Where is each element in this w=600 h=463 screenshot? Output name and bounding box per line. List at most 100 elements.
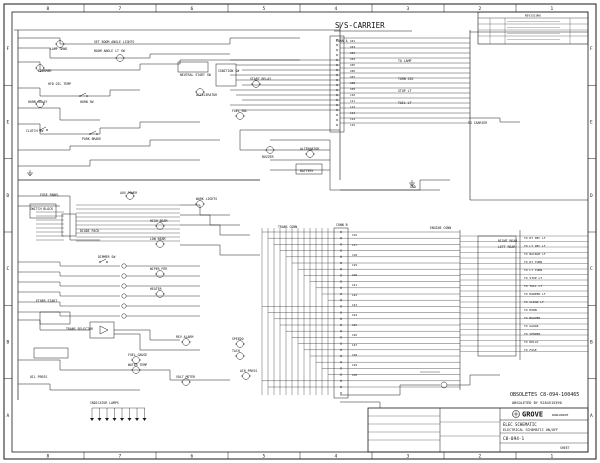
connector-a-box <box>329 35 345 133</box>
wire <box>18 107 100 121</box>
wire-number: 101 <box>350 39 355 43</box>
company-suffix: WORLDWIDE <box>552 413 568 417</box>
connector-pin <box>339 367 343 370</box>
wire-number: 126 <box>352 333 357 337</box>
wire <box>18 319 90 331</box>
wire <box>329 140 450 191</box>
wire-number: 106 <box>350 69 355 73</box>
label-start-relay: START RELAY <box>250 77 271 81</box>
component-labels: SET BOOM ANGLE LIGHTS BOOM ANGLE LT SW L… <box>26 39 517 405</box>
wire-number: 110 <box>350 93 355 97</box>
wire <box>470 117 520 123</box>
wire <box>18 281 120 287</box>
label-fuel-gauge: FUEL GAUGE <box>128 353 147 357</box>
park-brake-switch-icon-contact <box>96 133 98 135</box>
wire-number: 123 <box>352 303 357 307</box>
connector-pin <box>339 305 343 308</box>
wire-number: 121 <box>352 283 357 287</box>
wire <box>340 384 440 396</box>
revision-header: REVISIONS <box>525 14 541 18</box>
indicator-lamp-icon <box>120 418 124 421</box>
label-horn-sw: HORN SW <box>80 100 94 104</box>
obsolete-note: OBSOLETES C8-094-100465 <box>510 392 579 398</box>
zone-col-bottom-3: 3 <box>407 454 410 460</box>
right-label: TO RELAY <box>524 340 539 344</box>
wire <box>18 87 140 97</box>
label-heater: HEATER <box>150 287 162 291</box>
zone-col-bottom-8: 8 <box>47 454 50 460</box>
label-high-beam: HIGH BEAM <box>150 219 167 223</box>
zone-row-left-E: E <box>7 120 10 126</box>
grove-logo-icon <box>512 410 520 418</box>
wire <box>447 374 500 386</box>
indicator-lamp-icon <box>127 418 132 421</box>
drawing-number: C8-094-1 <box>503 436 525 442</box>
wire <box>18 123 60 135</box>
label-stop-lt: STOP LT <box>398 89 412 93</box>
wire <box>90 37 300 45</box>
zone-row-right-E: E <box>590 120 593 126</box>
wire-number: 111 <box>350 99 355 103</box>
label-dimmer: DIMMER SW <box>98 255 115 259</box>
low-beam-lamp-icon <box>156 240 164 248</box>
label-trans-conn: TRANS CONN <box>278 225 297 229</box>
ether-block-box <box>39 311 71 325</box>
label-clutch-sw: CLUTCH SW <box>26 129 43 133</box>
label-air-press: AIR PRESS <box>240 369 257 373</box>
components <box>27 35 517 421</box>
wire <box>114 329 180 341</box>
right-label: TO STOP LT <box>524 276 542 280</box>
indicator-lamp-icon <box>97 418 102 421</box>
right-label: TO BUZZER <box>524 316 540 320</box>
label-buzzer: BUZZER <box>262 155 274 159</box>
right-label: TO RT DEC LT <box>524 236 546 240</box>
label-aux-power: AUX POWER <box>120 191 137 195</box>
fuel-solenoid-icon <box>236 112 244 120</box>
label-volt-meter: VOLT METER <box>176 375 195 379</box>
label-boom-angle-lights: SET BOOM ANGLE LIGHTS <box>94 40 134 44</box>
zone-col-bottom-5: 5 <box>263 454 266 460</box>
amplifier-icon <box>99 325 109 335</box>
zone-col-bottom-7: 7 <box>119 454 122 460</box>
wire-number: 102 <box>350 45 355 49</box>
wire-number: 115 <box>350 123 355 127</box>
heater-icon <box>156 290 164 298</box>
connector-pin <box>339 280 343 283</box>
lamp-icon <box>121 283 127 289</box>
wire-number: 104 <box>350 57 355 61</box>
label-work-lights: WORK LIGHTS <box>196 197 217 201</box>
lamp-icon <box>121 303 127 309</box>
zone-row-right-F: F <box>590 46 593 52</box>
connector-pin <box>339 230 343 234</box>
wire-number: 116 <box>352 233 357 237</box>
wire-number-labels: 1011021031041051061071081091101111121131… <box>350 39 357 377</box>
wire <box>180 204 230 216</box>
connector-pin <box>335 83 339 87</box>
indicator-lamp-icon <box>112 418 117 421</box>
wire-number: 103 <box>350 51 355 55</box>
indicator-lamp-icon <box>142 418 147 421</box>
indicator-lamp-icon <box>135 418 139 421</box>
connector-pin <box>339 379 343 382</box>
wire-number: 112 <box>350 105 355 109</box>
zone-row-left-A: A <box>7 413 10 419</box>
label-hyd-oil: HYD OIL TEMP <box>48 82 71 86</box>
label-diode-pack: DIODE PACK <box>80 229 99 233</box>
connector-pin <box>339 243 343 246</box>
switch-block-box <box>29 203 57 219</box>
zone-row-left-D: D <box>7 193 10 199</box>
connector-pin <box>335 103 339 107</box>
label-speedo: SPEEDO <box>232 337 244 341</box>
wire-number: 117 <box>352 243 357 247</box>
wire <box>180 224 250 236</box>
connector-pin <box>339 336 343 339</box>
high-beam-lamp-icon <box>156 222 164 230</box>
drawing-title-1: ELEC SCHEMATIC <box>503 422 537 427</box>
label-trans-selector: TRANS SELECTOR <box>66 327 93 331</box>
volt-meter-icon <box>182 378 190 386</box>
wire-number: 114 <box>350 117 355 121</box>
label-alternator: ALTERNATOR <box>300 147 319 151</box>
connector-pin <box>339 311 343 314</box>
label-ground: GND <box>410 185 416 189</box>
